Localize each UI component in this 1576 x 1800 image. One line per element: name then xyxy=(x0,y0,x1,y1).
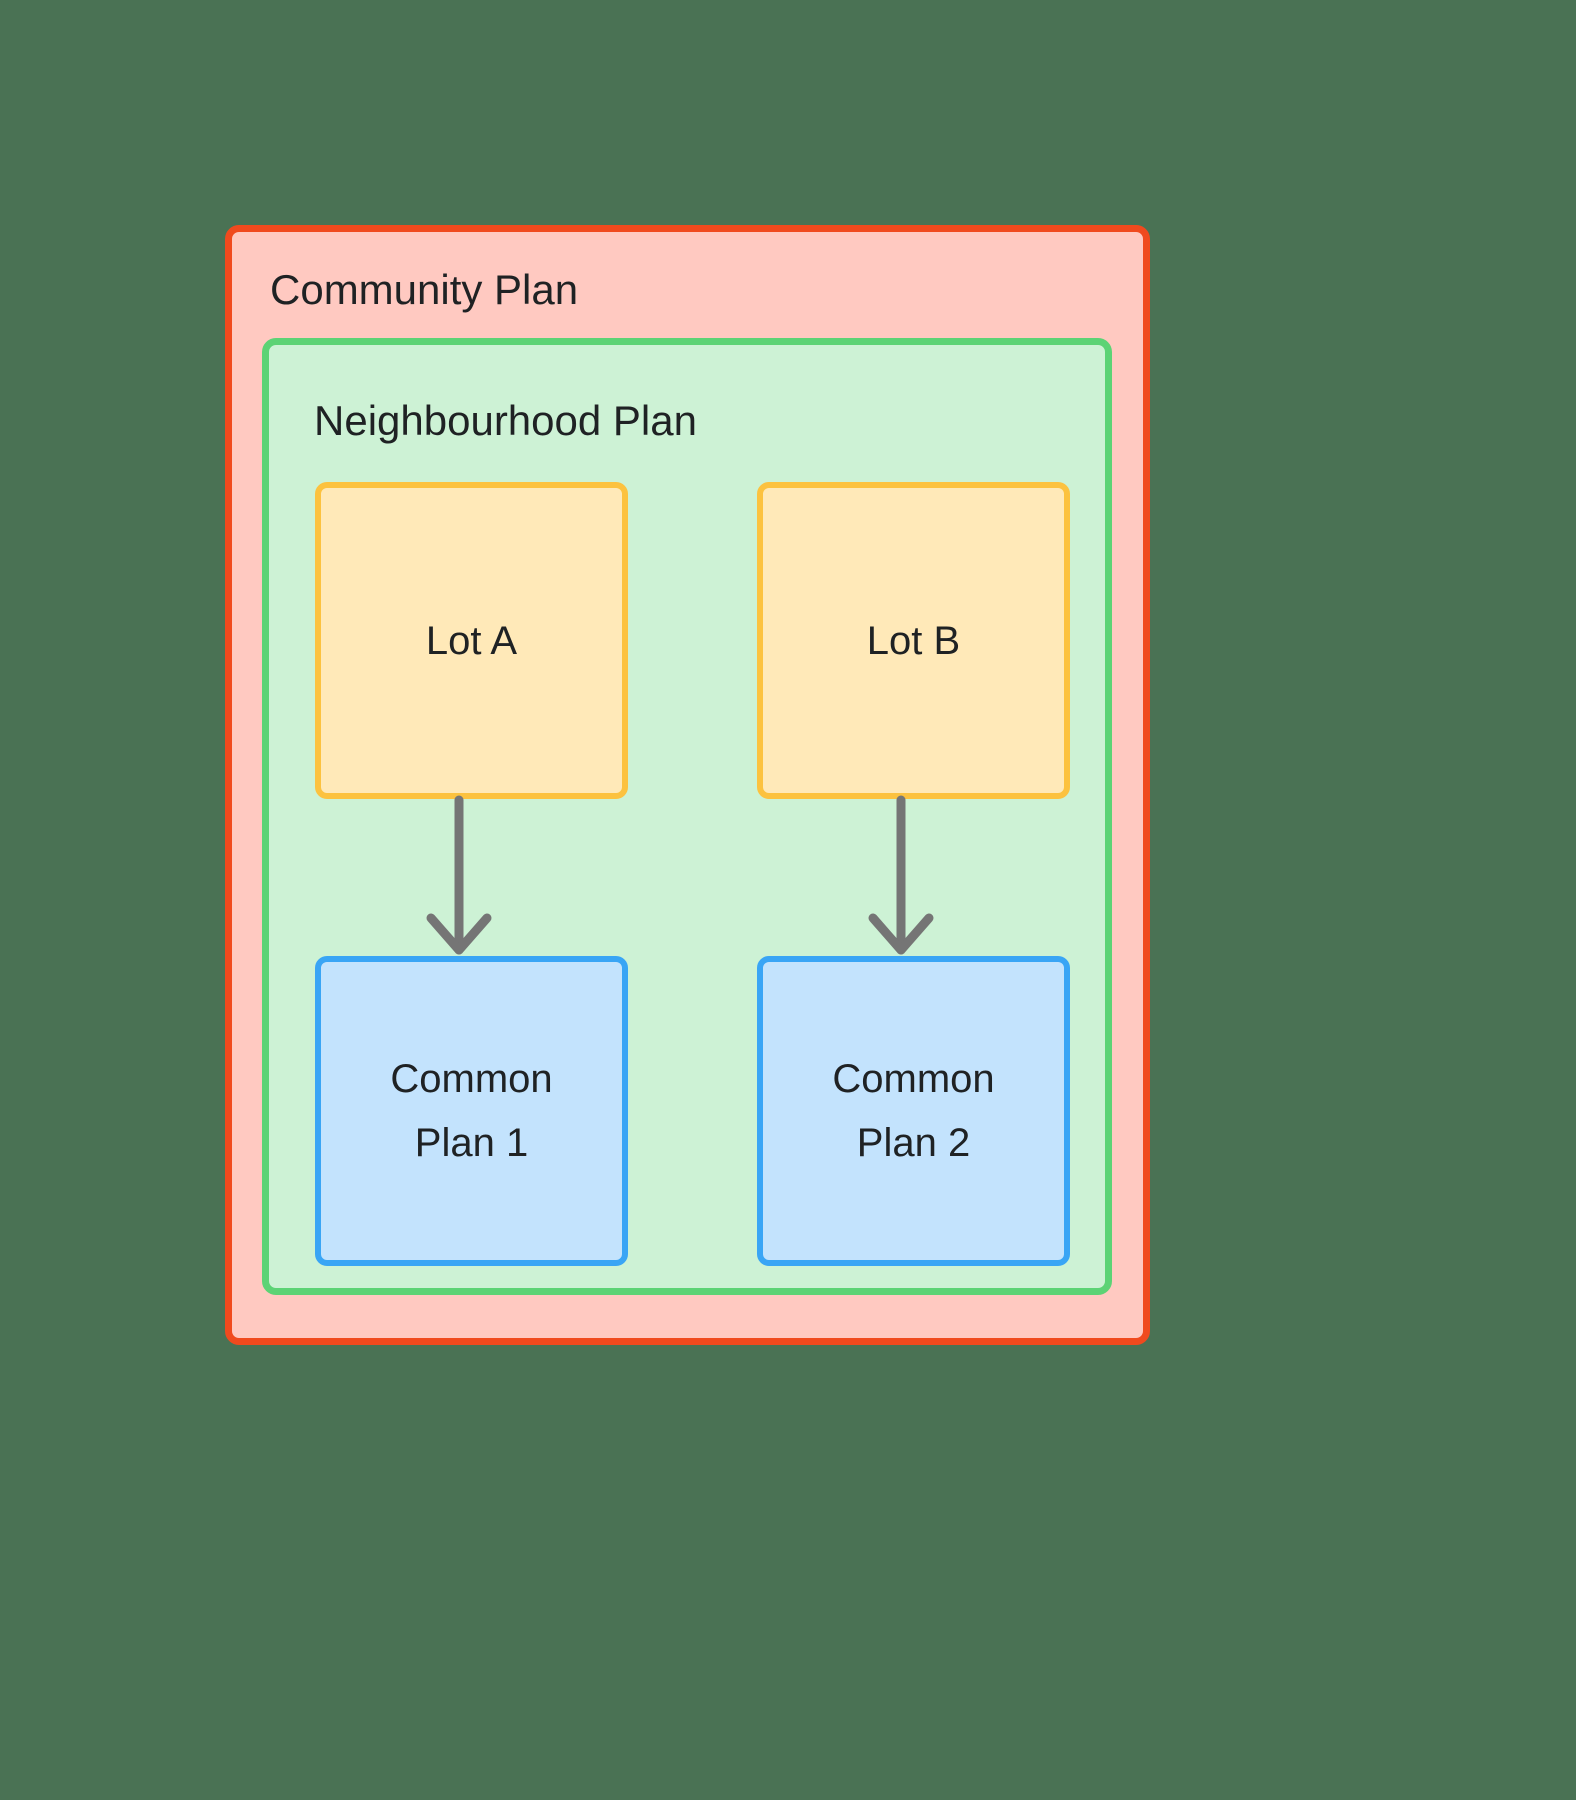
node-lot-a-label: Lot A xyxy=(425,618,518,663)
node-common-plan-1-label: Common Plan 1 xyxy=(390,1057,553,1165)
node-lot-b-label: Lot B xyxy=(866,618,961,663)
node-lot-b[interactable]: Lot B xyxy=(757,482,1070,799)
arrow-lot-b-to-common-plan-2 xyxy=(868,795,934,955)
arrow-lot-a-to-common-plan-1 xyxy=(426,795,492,955)
node-common-plan-2-label: Common Plan 2 xyxy=(832,1057,995,1165)
neighbourhood-plan-container[interactable]: Neighbourhood Plan Lot A Lot B Common Pl… xyxy=(262,338,1112,1295)
community-plan-title: Community Plan xyxy=(270,266,579,313)
node-lot-a[interactable]: Lot A xyxy=(315,482,628,799)
node-common-plan-1[interactable]: Common Plan 1 xyxy=(315,956,628,1266)
neighbourhood-plan-title: Neighbourhood Plan xyxy=(314,397,697,444)
community-plan-container[interactable]: Community Plan Neighbourhood Plan Lot A … xyxy=(225,225,1150,1345)
node-common-plan-2[interactable]: Common Plan 2 xyxy=(757,956,1070,1266)
